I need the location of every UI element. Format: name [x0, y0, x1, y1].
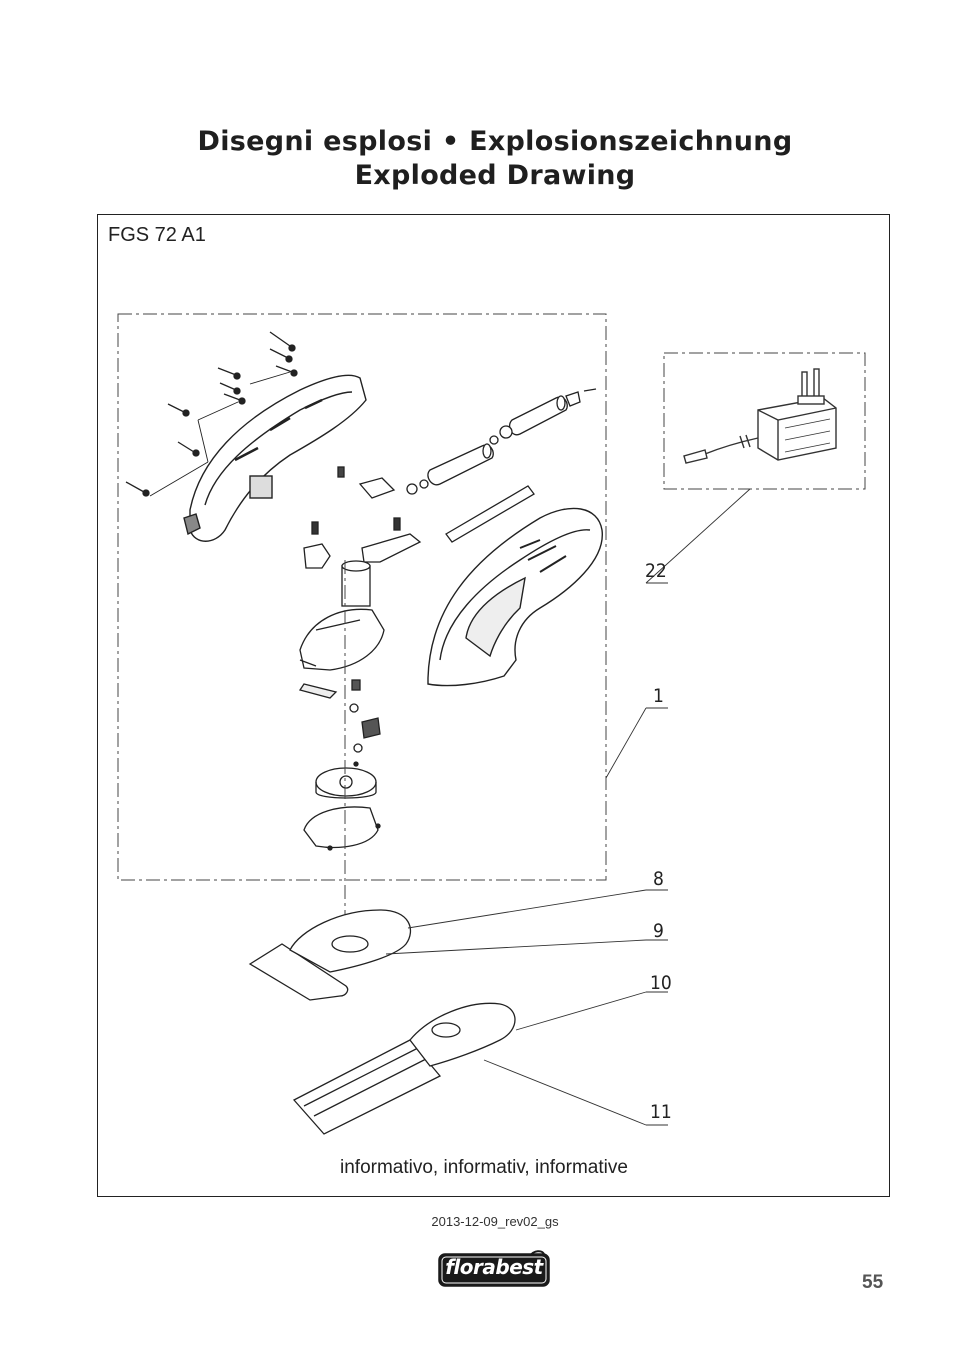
page-title-line-2: Exploded Drawing — [354, 160, 636, 191]
brand-logo: florabest — [438, 1250, 550, 1288]
brand-name: florabest — [445, 1255, 543, 1279]
motor-gear-stack — [298, 560, 385, 851]
switch-parts — [303, 466, 422, 569]
blade-cover-parts — [248, 909, 412, 1001]
screws — [125, 331, 298, 497]
page-title-line-1: Disegni esplosi • Explosionszeichnung — [197, 126, 793, 157]
callout-8: 8 — [653, 868, 664, 890]
battery-parts — [406, 388, 597, 543]
drawing-frame — [97, 214, 890, 1197]
charger-box — [663, 352, 866, 490]
callout-22: 22 — [645, 560, 667, 582]
charger-drawing — [683, 368, 837, 464]
callout-10: 10 — [650, 972, 672, 994]
left-housing — [183, 374, 367, 542]
handle-housing — [427, 507, 603, 687]
callout-9: 9 — [653, 920, 664, 942]
page-number: 55 — [862, 1272, 884, 1293]
model-number: FGS 72 A1 — [108, 224, 206, 246]
blade-parts — [292, 1002, 516, 1135]
revision-label: 2013-12-09_rev02_gs — [431, 1214, 559, 1229]
leader-lines — [385, 488, 751, 1126]
callout-1: 1 — [653, 685, 664, 707]
caption: informativo, informativ, informative — [340, 1157, 628, 1178]
callout-11: 11 — [650, 1101, 672, 1123]
assembly-box — [117, 313, 607, 881]
